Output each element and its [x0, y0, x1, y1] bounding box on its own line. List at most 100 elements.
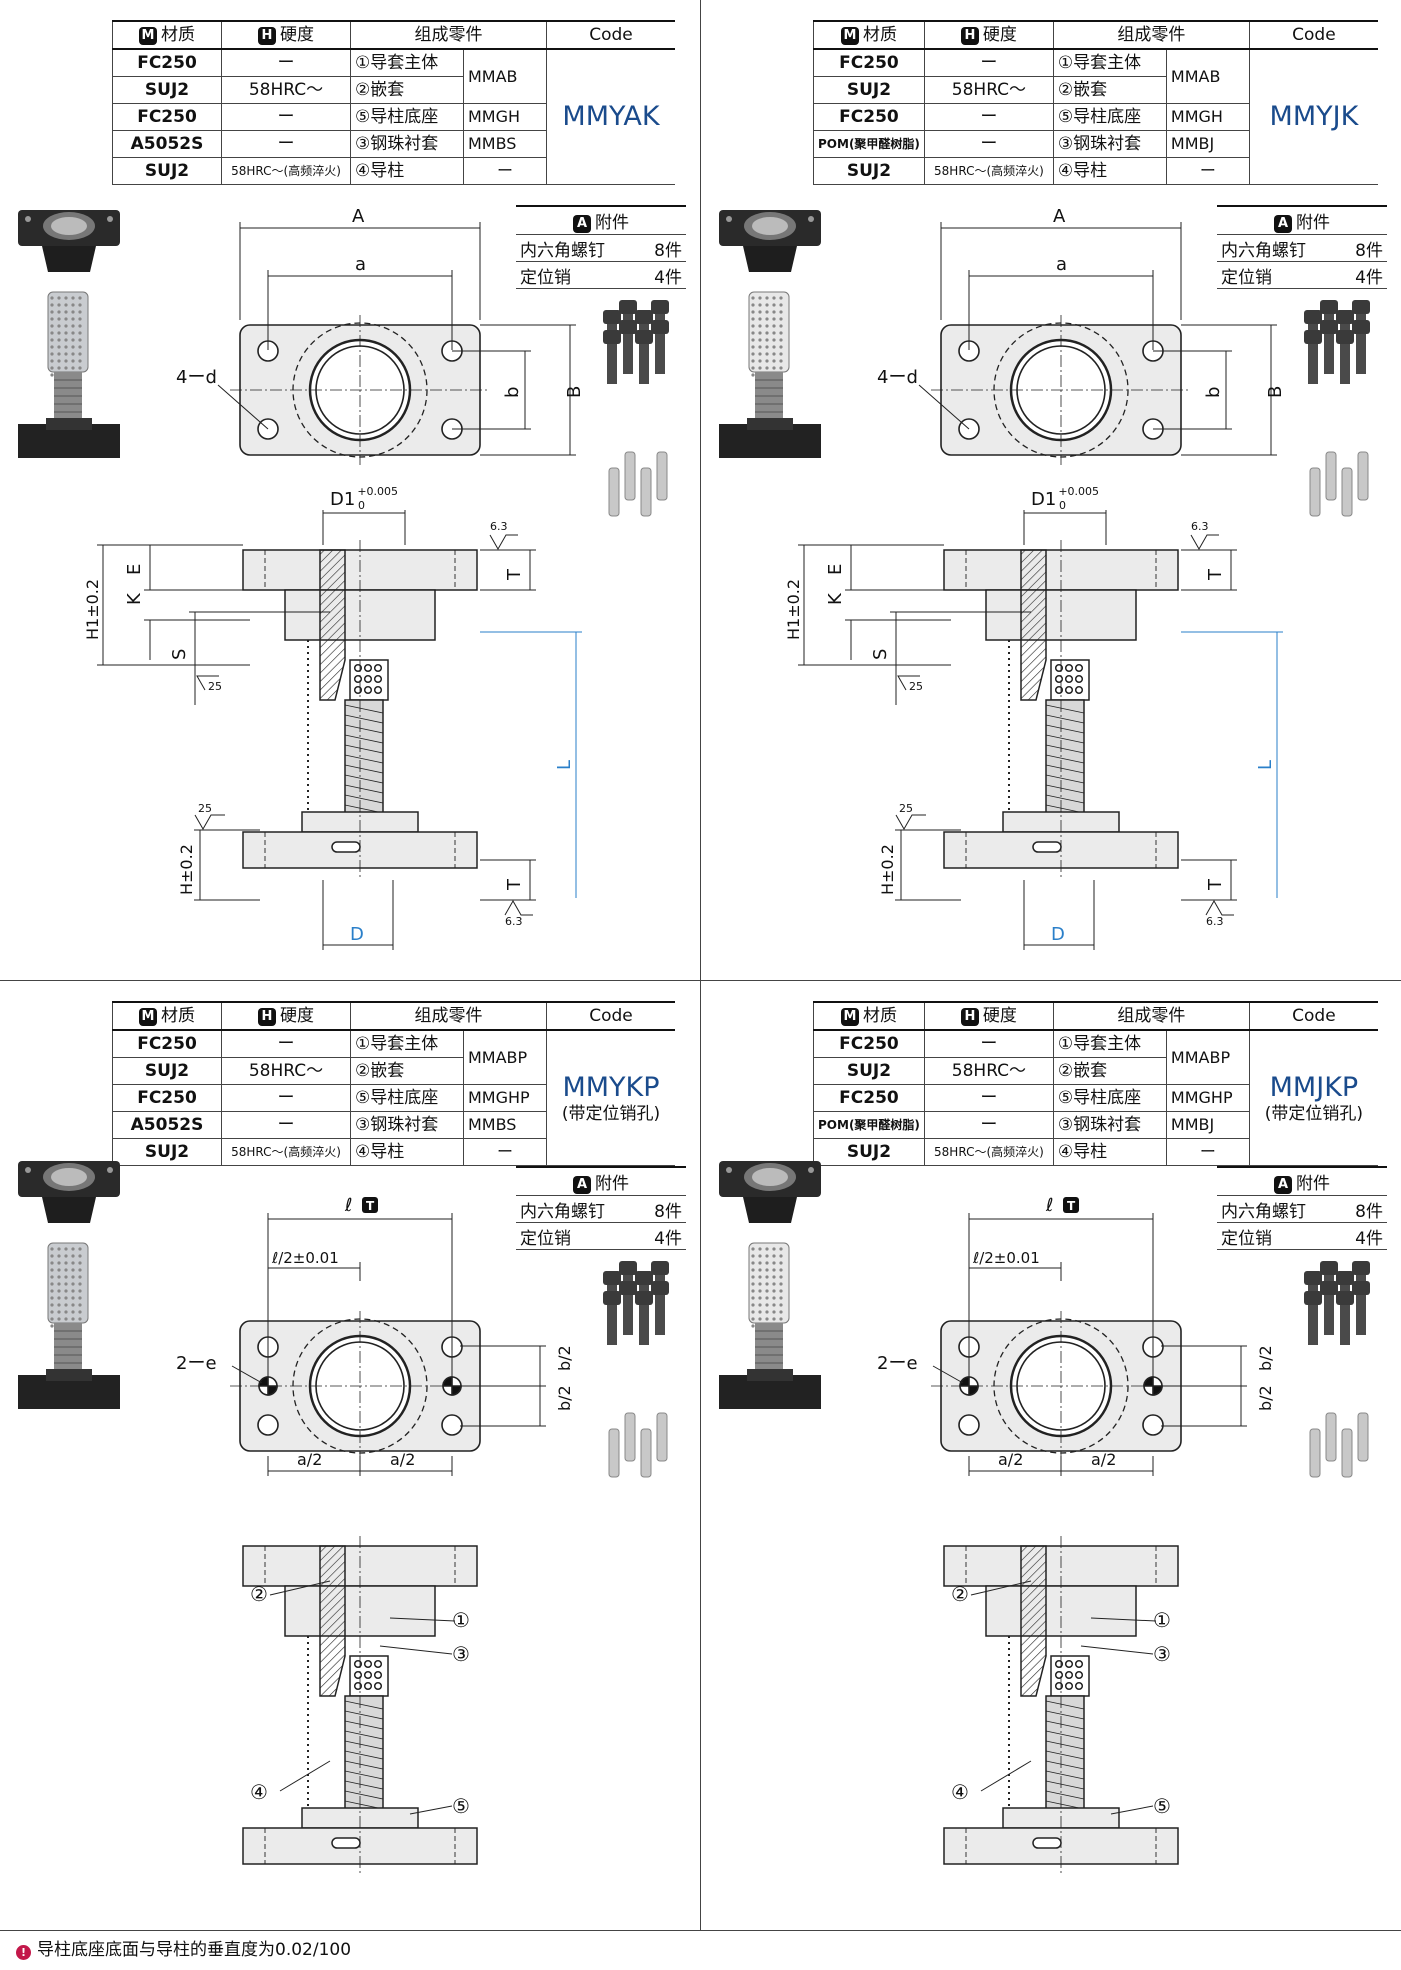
parts-header: 组成零件: [350, 20, 547, 50]
dimension-label: ④: [250, 1780, 268, 1804]
dimension-label: S: [169, 649, 190, 660]
leader-lines: [269, 1580, 456, 1815]
dimension-label: a: [1056, 254, 1067, 275]
parts-header: 组成零件: [350, 1001, 547, 1031]
product-code-text: MMYKP: [562, 1072, 660, 1103]
accessory-qty: 4件: [1339, 1222, 1387, 1250]
product-code-sub: (带定位销孔): [1264, 1104, 1364, 1124]
accessory-qty: 8件: [1339, 1195, 1387, 1223]
sub-code-cell: MMAB: [463, 48, 547, 104]
dimension-label: 25: [198, 802, 212, 815]
t-badge-icon: [362, 1197, 378, 1213]
dimension-label: 25: [208, 680, 222, 693]
hardness-cell: ー: [923, 103, 1054, 131]
plate-top-view: [230, 1311, 490, 1461]
dimension-label: 6.3: [1191, 520, 1209, 533]
accessories-title: 附件: [1296, 1174, 1330, 1194]
dimension-label: 6.3: [490, 520, 508, 533]
dimension-label: b/2: [555, 1345, 574, 1371]
dimension-label: T: [504, 568, 525, 581]
accessory-name: 内六角螺钉: [1217, 1195, 1340, 1223]
hardness-cell: 58HRC～(高频淬火): [923, 1138, 1054, 1166]
dimension-label: a/2: [297, 1450, 322, 1469]
hardness-badge: H: [258, 27, 276, 45]
hardness-header-label: 硬度: [982, 25, 1017, 45]
parts-header: 组成零件: [1052, 20, 1250, 50]
dimension-label: S: [870, 649, 891, 660]
product-code-text: MMYAK: [562, 101, 660, 132]
dimension-label: T: [1205, 878, 1226, 891]
warning-icon: !: [16, 1945, 31, 1960]
dimension-label: 25: [899, 802, 913, 815]
sub-code-cell: MMGHP: [1165, 1084, 1250, 1112]
dimension-label: H1±0.2: [784, 579, 803, 640]
hardness-header-label: 硬度: [280, 1006, 314, 1026]
material-cell: SUJ2: [112, 1057, 222, 1085]
sub-code-cell: MMAB: [1165, 48, 1250, 104]
dimension-label: 6.3: [505, 915, 523, 928]
dimension-label: T: [366, 1199, 375, 1213]
plate-top-view: [931, 1311, 1191, 1461]
vertical-divider: [700, 0, 701, 1930]
sub-code-cell: MMGHP: [463, 1084, 547, 1112]
dimension-label: ⑤: [452, 1794, 470, 1818]
dimension-label: B: [1265, 386, 1286, 398]
hardness-cell: 58HRC～: [221, 76, 351, 104]
accessory-qty: 4件: [1339, 261, 1387, 289]
dimension-label: H±0.2: [177, 844, 196, 895]
leader-lines: [970, 1580, 1157, 1815]
dimension-label: D: [1051, 924, 1065, 945]
part-cell: ③钢珠衬套: [1052, 130, 1167, 158]
dimension-label: b: [1203, 387, 1224, 398]
code-header: Code: [1248, 20, 1378, 50]
code-header: Code: [546, 20, 675, 50]
sub-code-cell: ー: [463, 1138, 547, 1166]
material-cell: FC250: [813, 1084, 925, 1112]
material-header-label: 材质: [161, 1006, 195, 1026]
part-cell: ⑤导柱底座: [350, 1084, 464, 1112]
accessory-qty: 8件: [638, 1195, 686, 1223]
hardness-cell: 58HRC～(高频淬火): [923, 157, 1054, 185]
dimension-label: a/2: [998, 1450, 1023, 1469]
screws-pins-image: [603, 1261, 669, 1478]
material-cell: SUJ2: [112, 157, 222, 185]
dimension-label: H±0.2: [878, 844, 897, 895]
material-cell: SUJ2: [813, 157, 925, 185]
dimension-label: 2ーe: [877, 1353, 918, 1374]
product-photo: [719, 210, 821, 458]
dimension-label: H1±0.2: [83, 579, 102, 640]
sub-code-cell: MMBS: [463, 130, 547, 158]
dimension-label: 4ーd: [176, 367, 217, 388]
sub-code-cell: MMGH: [1165, 103, 1250, 131]
material-badge: M: [139, 1008, 157, 1026]
product-photo: [18, 210, 120, 458]
dimension-label: a: [355, 254, 366, 275]
dimension-label: T: [504, 878, 525, 891]
part-cell: ②嵌套: [350, 1057, 464, 1085]
dimension-label: K: [124, 592, 145, 605]
dimension-label: ①: [452, 1608, 470, 1632]
accessory-name: 内六角螺钉: [1217, 234, 1340, 262]
hardness-cell: ー: [923, 130, 1054, 158]
L-dimension: [1181, 631, 1283, 898]
